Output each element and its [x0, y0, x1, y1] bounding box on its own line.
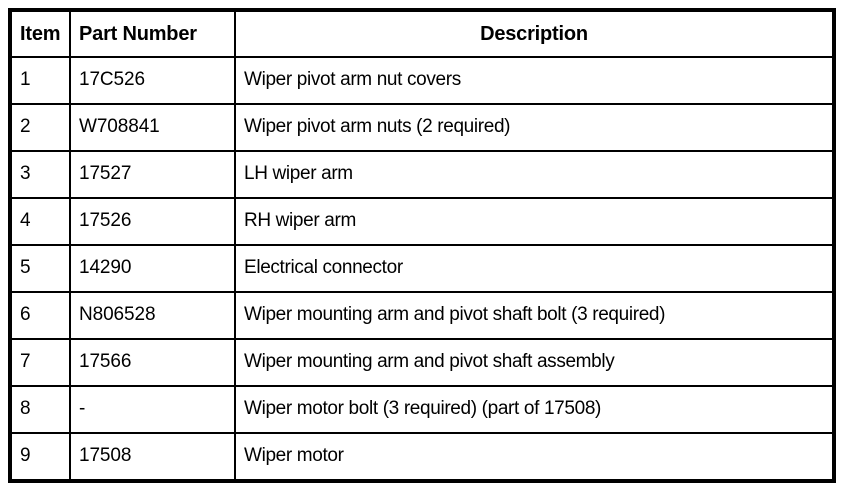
cell-description: Electrical connector — [234, 244, 835, 293]
cell-item: 9 — [9, 432, 71, 482]
table-row: 1 17C526 Wiper pivot arm nut covers — [9, 56, 835, 105]
cell-item: 5 — [9, 244, 71, 293]
cell-part-number: 17566 — [69, 338, 236, 387]
cell-item: 6 — [9, 291, 71, 340]
table-body: 1 17C526 Wiper pivot arm nut covers 2 W7… — [9, 56, 835, 482]
cell-item: 2 — [9, 103, 71, 152]
parts-list-table: Item Part Number Description 1 17C526 Wi… — [8, 8, 836, 483]
cell-description: RH wiper arm — [234, 197, 835, 246]
table-row: 4 17526 RH wiper arm — [9, 197, 835, 246]
cell-part-number: 14290 — [69, 244, 236, 293]
table-row: 9 17508 Wiper motor — [9, 432, 835, 482]
cell-description: Wiper motor bolt (3 required) (part of 1… — [234, 385, 835, 434]
table-row: 8 - Wiper motor bolt (3 required) (part … — [9, 385, 835, 434]
cell-description: Wiper mounting arm and pivot shaft assem… — [234, 338, 835, 387]
cell-part-number: 17508 — [69, 432, 236, 482]
column-header-part-number: Part Number — [69, 9, 236, 58]
column-header-description: Description — [234, 9, 835, 58]
cell-description: LH wiper arm — [234, 150, 835, 199]
column-header-item: Item — [9, 9, 71, 58]
cell-description: Wiper mounting arm and pivot shaft bolt … — [234, 291, 835, 340]
cell-item: 1 — [9, 56, 71, 105]
cell-item: 3 — [9, 150, 71, 199]
cell-description: Wiper pivot arm nuts (2 required) — [234, 103, 835, 152]
table-row: 5 14290 Electrical connector — [9, 244, 835, 293]
cell-item: 7 — [9, 338, 71, 387]
table-row: 7 17566 Wiper mounting arm and pivot sha… — [9, 338, 835, 387]
table-row: 6 N806528 Wiper mounting arm and pivot s… — [9, 291, 835, 340]
cell-item: 8 — [9, 385, 71, 434]
cell-part-number: W708841 — [69, 103, 236, 152]
cell-part-number: 17C526 — [69, 56, 236, 105]
table-row: 3 17527 LH wiper arm — [9, 150, 835, 199]
cell-description: Wiper motor — [234, 432, 835, 482]
cell-item: 4 — [9, 197, 71, 246]
cell-part-number: 17527 — [69, 150, 236, 199]
cell-part-number: N806528 — [69, 291, 236, 340]
cell-description: Wiper pivot arm nut covers — [234, 56, 835, 105]
cell-part-number: - — [69, 385, 236, 434]
table-header: Item Part Number Description — [9, 9, 835, 58]
table-header-row: Item Part Number Description — [9, 9, 835, 58]
cell-part-number: 17526 — [69, 197, 236, 246]
table-row: 2 W708841 Wiper pivot arm nuts (2 requir… — [9, 103, 835, 152]
